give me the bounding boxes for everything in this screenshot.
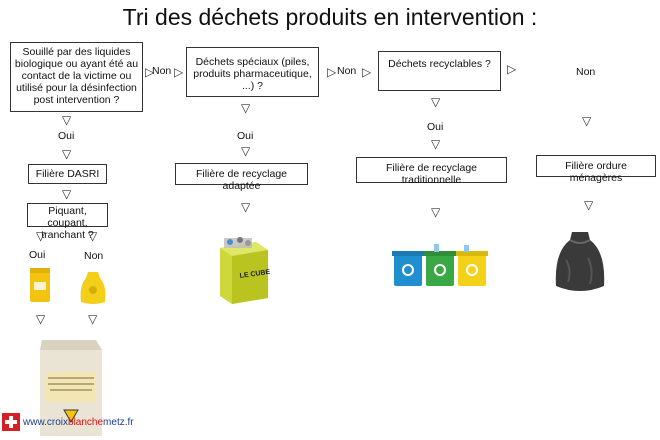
- question-recyclable: Déchets recyclables ?: [378, 51, 501, 91]
- arrow-down-icon: ▽: [582, 114, 592, 128]
- garbage-bag-icon: [555, 232, 605, 291]
- arrow-down-icon: ▽: [62, 147, 72, 161]
- arrow-right-icon: ▷: [327, 65, 337, 79]
- label-non-3: Non: [576, 66, 596, 78]
- label-non-2: Non: [337, 65, 357, 77]
- label-non-sharp: Non: [84, 250, 104, 262]
- node-piquant: Piquant, coupant, tranchant ?: [27, 203, 108, 241]
- arrow-right-icon: ▷: [507, 62, 517, 76]
- arrow-down-icon: ▽: [88, 312, 98, 326]
- label-oui-3: Oui: [427, 121, 444, 133]
- arrow-down-icon: ▽: [431, 95, 441, 109]
- battery-box-icon: LE CUBE À PILES: [220, 237, 270, 304]
- arrow-right-icon: ▷: [145, 65, 155, 79]
- arrow-right-icon: ▷: [362, 65, 372, 79]
- dasri-bag-icon: [80, 272, 106, 304]
- red-cross-icon: [2, 413, 20, 431]
- page-title: Tri des déchets produits en intervention…: [122, 4, 538, 30]
- question-biological: Souillé par des liquides biologique ou a…: [10, 42, 143, 112]
- arrow-down-icon: ▽: [36, 312, 46, 326]
- label-oui-sharp: Oui: [29, 249, 46, 261]
- arrow-right-icon: ▷: [174, 65, 184, 79]
- node-filiere-adaptee: Filière de recyclage adaptée: [175, 163, 308, 192]
- footer: www.croixblanchemetz.fr: [2, 413, 134, 431]
- arrow-down-icon: ▽: [62, 187, 72, 201]
- arrow-down-icon: ▽: [88, 229, 98, 243]
- arrow-down-icon: ▽: [431, 205, 441, 219]
- arrow-down-icon: ▽: [241, 144, 251, 158]
- label-non-1: Non: [152, 65, 172, 77]
- recycling-bins-icon: [392, 244, 488, 286]
- node-filiere-dasri: Filière DASRI: [28, 164, 107, 184]
- question-special-waste: Déchets spéciaux (piles, produits pharma…: [186, 47, 319, 97]
- arrow-down-icon: ▽: [36, 229, 46, 243]
- arrow-down-icon: ▽: [62, 113, 72, 127]
- dasri-box-icon: [40, 340, 102, 436]
- node-filiere-traditionnelle: Filière de recyclage traditionnelle: [356, 157, 507, 186]
- arrow-down-icon: ▽: [584, 198, 594, 212]
- label-oui-2: Oui: [237, 130, 254, 142]
- footer-url[interactable]: www.croixblanchemetz.fr: [23, 416, 134, 428]
- arrow-down-icon: ▽: [431, 137, 441, 151]
- arrow-down-icon: ▽: [241, 101, 251, 115]
- sharps-container-icon: [30, 268, 50, 302]
- node-filiere-menageres: Filière ordure ménagères: [536, 155, 656, 184]
- arrow-down-icon: ▽: [241, 200, 251, 214]
- label-oui-1: Oui: [58, 130, 75, 142]
